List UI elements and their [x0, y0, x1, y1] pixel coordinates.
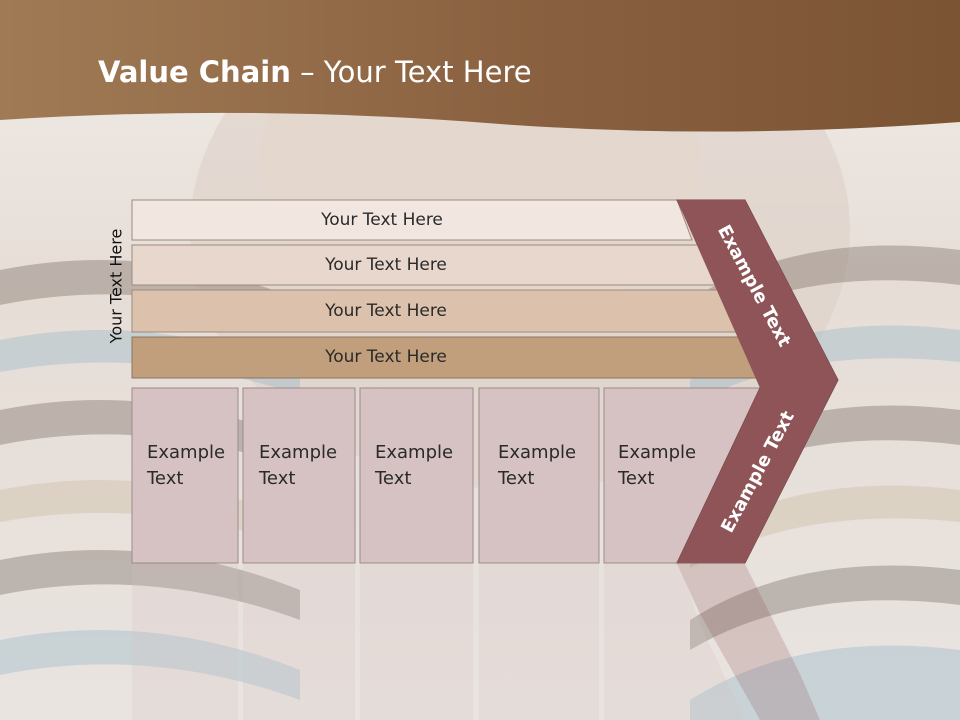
header-banner — [0, 0, 960, 132]
cell-2 — [242, 387, 356, 564]
reflection — [0, 564, 960, 720]
cell-1-text: Example Text — [147, 442, 226, 489]
title-bold: Value Chain — [98, 55, 291, 89]
page-title: Value Chain – Your Text Here — [98, 55, 532, 89]
cell-5-text: Example Text — [618, 442, 697, 489]
side-label: Your Text Here — [106, 228, 126, 344]
bar-1 — [131, 199, 693, 241]
cell-1 — [131, 387, 239, 564]
bar-1-text: Your Text Here — [321, 209, 443, 230]
bar-3-text: Your Text Here — [325, 300, 447, 321]
cell-4-text: Example Text — [498, 442, 577, 489]
title-rest: – Your Text Here — [290, 55, 532, 89]
cell-3 — [359, 387, 474, 564]
cell-4 — [478, 387, 600, 564]
cell-3-text: Example Text — [375, 442, 454, 489]
bar-2-text: Your Text Here — [325, 254, 447, 275]
cell-2-text: Example Text — [259, 442, 338, 489]
bar-4-text: Your Text Here — [325, 346, 447, 367]
